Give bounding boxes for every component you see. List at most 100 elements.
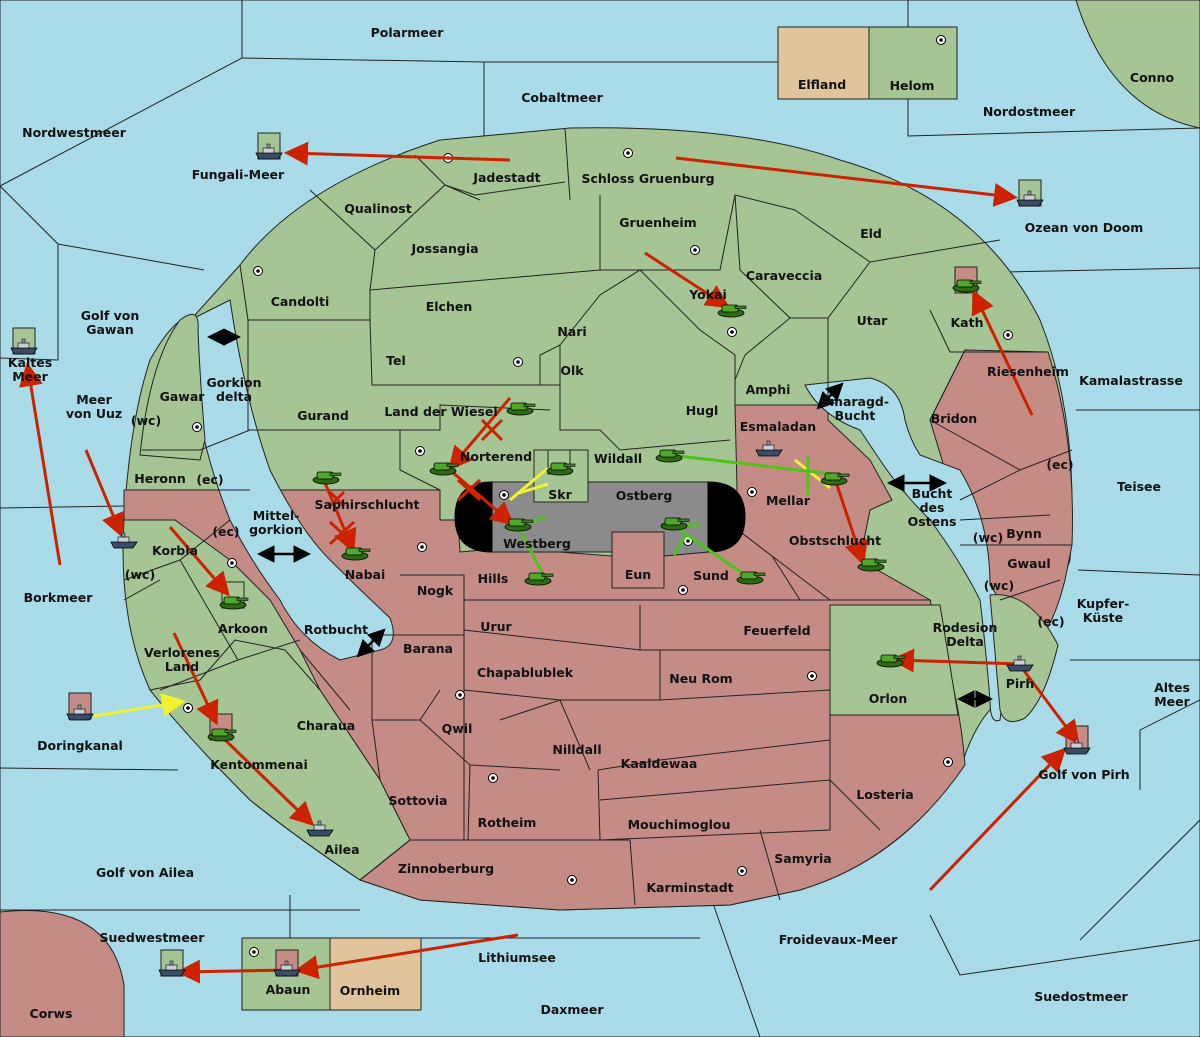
label-westberg: Westberg	[503, 536, 571, 551]
label-hugl: Hugl	[686, 403, 719, 418]
label-skr: Skr	[548, 487, 572, 502]
label-cobaltmeer: Cobaltmeer	[521, 90, 603, 105]
label-kupferkueste: Kupfer-Küste	[1077, 596, 1130, 625]
label-rotheim: Rotheim	[478, 815, 537, 830]
label-ec2: (ec)	[1046, 457, 1073, 472]
label-riesenheim: Riesenheim	[987, 364, 1069, 379]
label-amphi: Amphi	[746, 382, 791, 397]
label-corws: Corws	[30, 1006, 73, 1021]
label-kamalastrasse: Kamalastrasse	[1079, 373, 1183, 388]
label-nari: Nari	[557, 324, 586, 339]
label-polarmeer: Polarmeer	[371, 25, 445, 40]
label-eld: Eld	[860, 226, 882, 241]
label-mittelgorkion: Mittel-gorkion	[249, 508, 303, 537]
region-east-red	[734, 404, 932, 601]
label-wc3: (wc)	[125, 567, 155, 582]
move-arrows-red	[19, 141, 1080, 984]
label-gurand: Gurand	[297, 408, 349, 423]
label-ec3: (ec)	[212, 524, 239, 539]
label-barana: Barana	[403, 641, 453, 656]
label-teisee: Teisee	[1117, 479, 1161, 494]
label-nogk: Nogk	[417, 583, 454, 598]
label-suedwestmeer: Suedwestmeer	[100, 930, 206, 945]
label-nordostmeer: Nordostmeer	[983, 104, 1076, 119]
province-pirh[interactable]	[989, 594, 1059, 723]
label-norterend: Norterend	[460, 449, 532, 464]
label-qwil: Qwil	[442, 721, 473, 736]
move-arrows-green	[518, 453, 833, 579]
label-mellar: Mellar	[766, 493, 811, 508]
label-suedostmeer: Suedostmeer	[1034, 989, 1128, 1004]
continent	[122, 127, 1073, 911]
label-lithiumsee: Lithiumsee	[478, 950, 556, 965]
label-kath: Kath	[951, 315, 984, 330]
label-olk: Olk	[560, 363, 584, 378]
label-smaragd-bucht: Smaragd-Bucht	[821, 394, 889, 423]
label-obstschlucht: Obstschlucht	[789, 533, 881, 548]
province-corws[interactable]	[0, 910, 125, 1037]
label-ostberg: Ostberg	[616, 488, 673, 503]
impassable-east	[707, 481, 746, 553]
province-elfland[interactable]	[777, 26, 870, 100]
label-karminstadt: Karminstadt	[646, 880, 733, 895]
label-wc4: (wc)	[984, 578, 1014, 593]
label-land-der-wiesel: Land der Wiesel	[384, 404, 497, 419]
label-golf-von-ailea: Golf von Ailea	[96, 865, 194, 880]
label-arkoon: Arkoon	[218, 621, 268, 636]
label-schloss-gruenburg: Schloss Gruenburg	[581, 171, 714, 186]
label-wc1: (wc)	[131, 413, 161, 428]
label-kaaldewaa: Kaaldewaa	[621, 756, 698, 771]
province-eun[interactable]	[611, 531, 665, 589]
label-fungali-meer: Fungali-Meer	[192, 167, 285, 182]
label-kentommenai: Kentommenai	[210, 757, 308, 772]
label-gawar: Gawar	[160, 389, 206, 404]
label-elchen: Elchen	[426, 299, 473, 314]
label-zinnoberburg: Zinnoberburg	[398, 861, 494, 876]
label-rotbucht: Rotbucht	[304, 622, 368, 637]
label-jossangia: Jossangia	[410, 241, 478, 256]
label-ozean-von-doom: Ozean von Doom	[1025, 220, 1144, 235]
label-ailea: Ailea	[324, 842, 359, 857]
label-yokai: Yokai	[688, 287, 727, 302]
label-hills: Hills	[478, 571, 509, 586]
label-ec1: (ec)	[196, 472, 223, 487]
label-gwaul: Gwaul	[1007, 556, 1050, 571]
label-qualinost: Qualinost	[344, 201, 411, 216]
province-gawar[interactable]	[139, 313, 206, 461]
channel-mittelgorkion	[189, 299, 394, 661]
label-pirh: Pirh	[1006, 676, 1035, 691]
label-saphirschlucht: Saphirschlucht	[315, 497, 420, 512]
channel-arrows	[207, 328, 993, 708]
label-borkmeer: Borkmeer	[24, 590, 94, 605]
label-esmaladan: Esmaladan	[740, 419, 816, 434]
label-conno: Conno	[1130, 70, 1175, 85]
label-sottovia: Sottovia	[389, 793, 448, 808]
label-mouchimoglou: Mouchimoglou	[628, 817, 731, 832]
province-ornheim[interactable]	[329, 937, 422, 1011]
label-helom: Helom	[890, 78, 935, 93]
label-elfland: Elfland	[798, 77, 846, 92]
province-borders	[123, 127, 1073, 906]
label-jadestadt: Jadestadt	[472, 170, 540, 185]
label-gruenheim: Gruenheim	[619, 215, 696, 230]
label-wildall: Wildall	[594, 451, 642, 466]
label-chapablublek: Chapablublek	[477, 665, 574, 680]
label-nilldall: Nilldall	[552, 742, 601, 757]
label-froidevaux-meer: Froidevaux-Meer	[779, 932, 898, 947]
label-tel: Tel	[386, 353, 406, 368]
label-nordwestmeer: Nordwestmeer	[22, 125, 127, 140]
label-ornheim: Ornheim	[340, 983, 400, 998]
province-conno[interactable]	[1075, 0, 1200, 129]
label-utar: Utar	[857, 313, 889, 328]
label-daxmeer: Daxmeer	[540, 1002, 604, 1017]
label-feuerfeld: Feuerfeld	[743, 623, 810, 638]
label-caraveccia: Caraveccia	[746, 268, 822, 283]
